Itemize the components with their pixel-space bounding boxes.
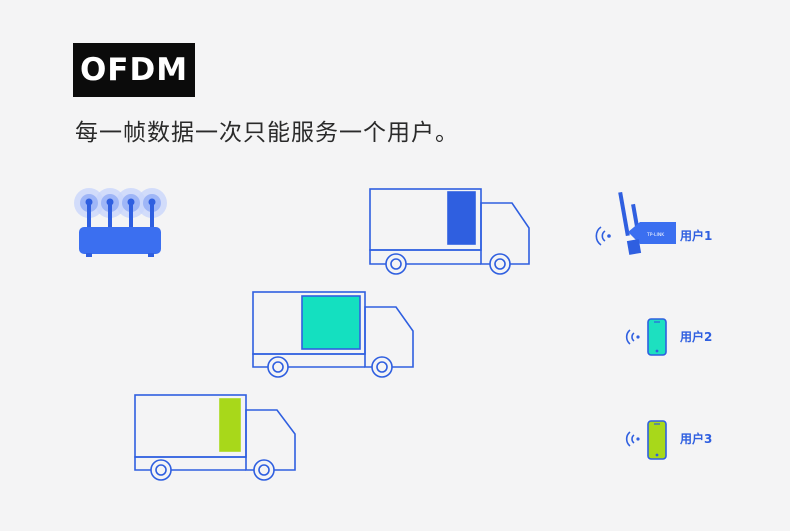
card-brand-text: TP-LINK bbox=[646, 232, 665, 238]
truck-1-cargo bbox=[447, 191, 476, 245]
pcie-wifi-card-icon: TP-LINK bbox=[595, 191, 676, 255]
truck-3 bbox=[134, 394, 296, 481]
truck-2-cargo bbox=[301, 295, 361, 350]
router-icon bbox=[74, 188, 167, 257]
user-1-label: 用户1 bbox=[680, 229, 713, 243]
title-text: OFDM bbox=[79, 52, 189, 88]
title-badge: OFDM bbox=[73, 43, 195, 97]
truck-2 bbox=[252, 291, 414, 378]
truck-3-cargo bbox=[219, 398, 241, 452]
phone-icon-user3 bbox=[625, 420, 667, 460]
truck-1 bbox=[369, 188, 530, 275]
phone-icon-user2 bbox=[625, 318, 667, 356]
user-2-label: 用户2 bbox=[680, 330, 713, 344]
user-3-label: 用户3 bbox=[680, 432, 713, 446]
subtitle: 每一帧数据一次只能服务一个用户。 bbox=[75, 120, 459, 146]
